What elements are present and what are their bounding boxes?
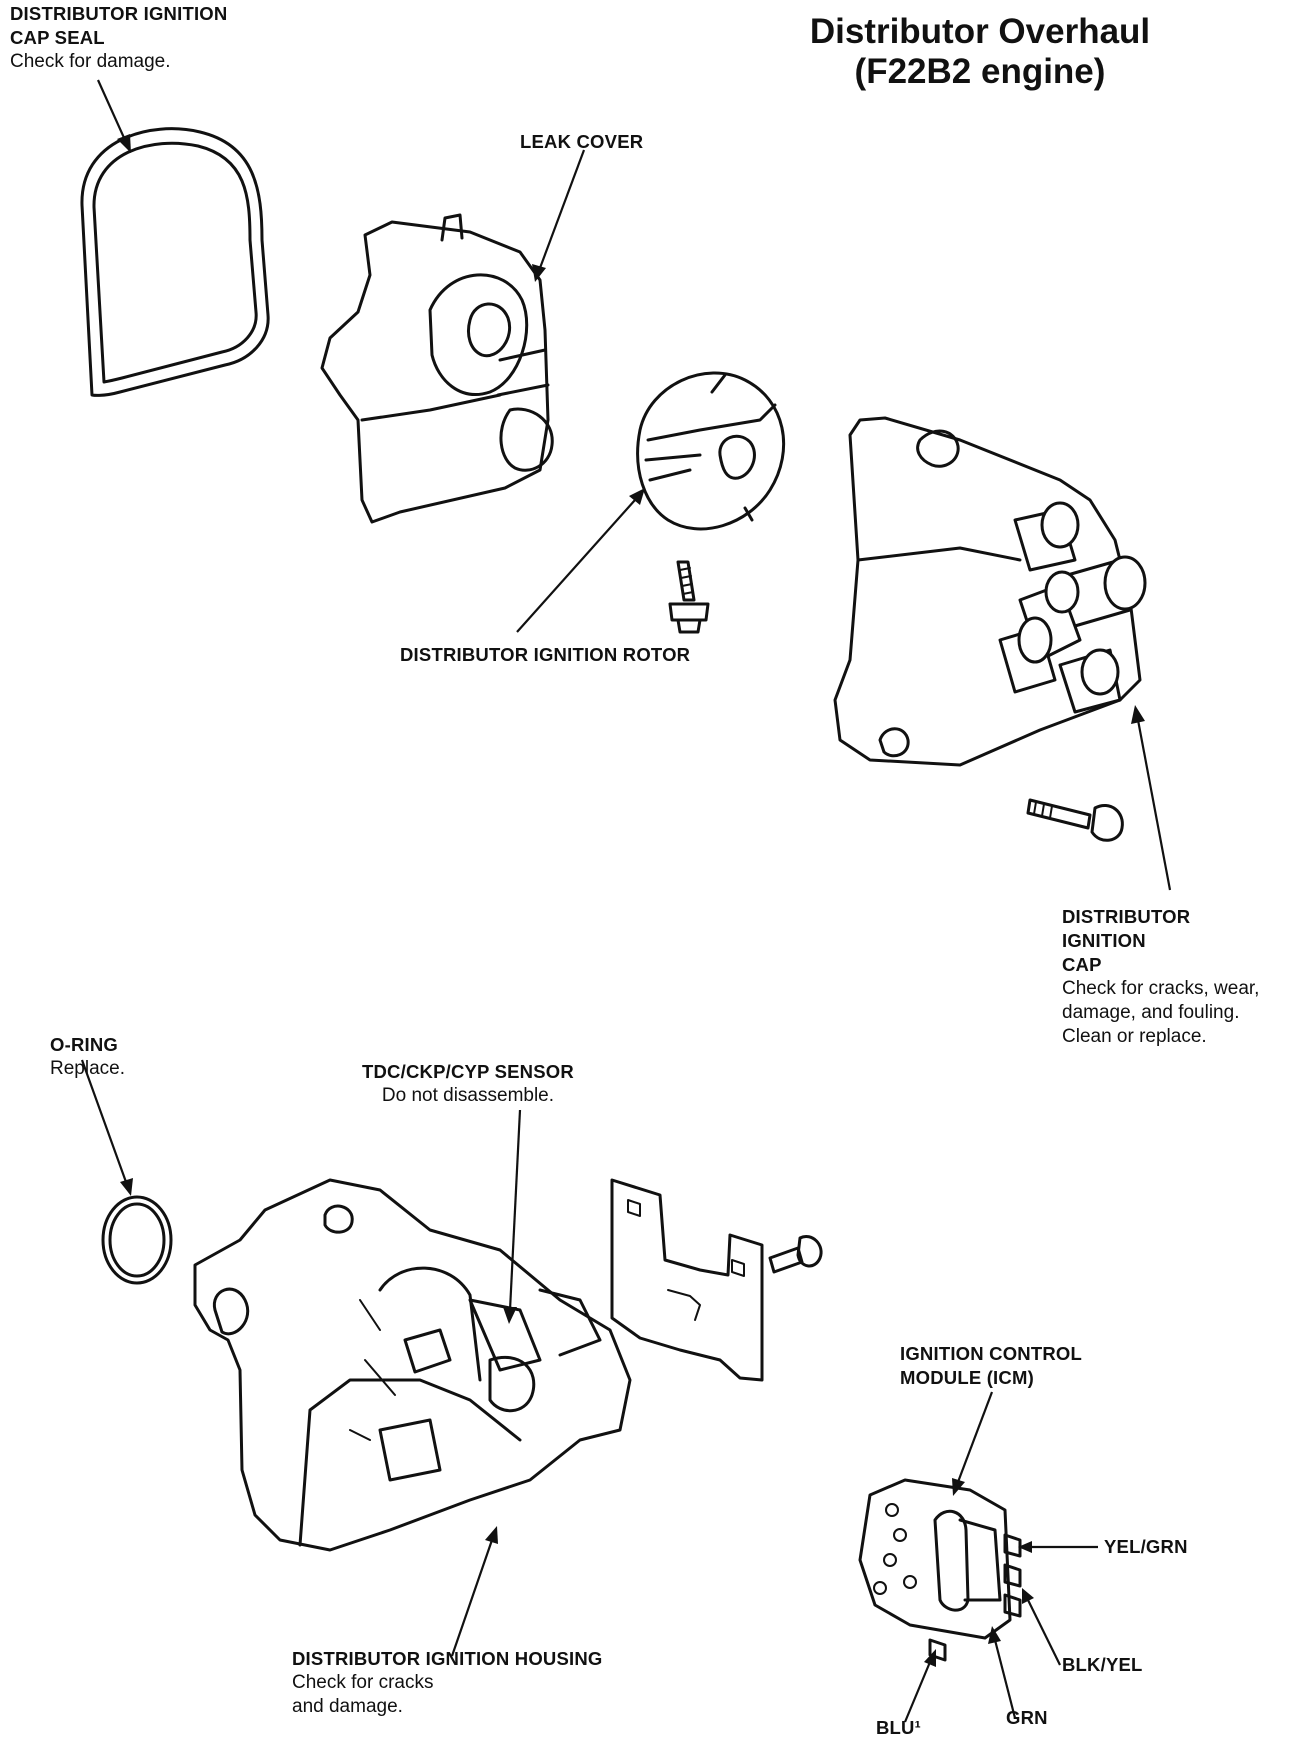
label-leak-cover-name: LEAK COVER — [520, 131, 644, 152]
screw-icon — [768, 1235, 823, 1274]
bolt-icon — [1026, 798, 1124, 842]
label-sensor-name: TDC/CKP/CYP SENSOR — [362, 1061, 574, 1082]
label-icm-name-1: IGNITION CONTROL — [900, 1343, 1083, 1364]
label-cap-name-2: IGNITION — [1062, 930, 1146, 951]
label-cap-note-3: Clean or replace. — [1062, 1026, 1207, 1047]
bracket-icon — [610, 1178, 764, 1382]
label-cap-name-1: DISTRIBUTOR — [1062, 906, 1191, 927]
label-o-ring: O-RING Replace. — [50, 1033, 125, 1081]
label-housing-note-2: and damage. — [292, 1696, 403, 1717]
cap-seal-gasket-icon — [80, 127, 270, 397]
label-wire-blu: BLU¹ — [876, 1717, 921, 1738]
label-rotor-name: DISTRIBUTOR IGNITION ROTOR — [400, 644, 691, 665]
screw-icon — [668, 560, 710, 634]
label-icm-name-2: MODULE (ICM) — [900, 1367, 1034, 1388]
label-cap-seal-name-1: DISTRIBUTOR IGNITION — [10, 3, 228, 24]
label-icm: IGNITION CONTROL MODULE (ICM) — [900, 1342, 1082, 1390]
label-o-ring-note: Replace. — [50, 1058, 125, 1079]
label-cap: DISTRIBUTOR IGNITION CAP Check for crack… — [1062, 905, 1259, 1049]
label-housing-note-1: Check for cracks — [292, 1672, 434, 1693]
title-line-1: Distributor Overhaul — [809, 12, 1151, 51]
label-o-ring-name: O-RING — [50, 1034, 119, 1055]
label-cap-note-1: Check for cracks, wear, — [1062, 978, 1260, 999]
label-rotor: DISTRIBUTOR IGNITION ROTOR — [400, 643, 690, 667]
leader-lines — [80, 79, 1172, 1723]
label-cap-seal-name-2: CAP SEAL — [10, 27, 105, 48]
leak-cover-icon — [320, 213, 554, 524]
rotor-icon — [636, 371, 786, 531]
label-housing: DISTRIBUTOR IGNITION HOUSING Check for c… — [292, 1647, 603, 1719]
label-wire-grn: GRN — [1006, 1707, 1048, 1728]
label-cap-seal-note: Check for damage. — [10, 51, 171, 72]
label-cap-note-2: damage, and fouling. — [1062, 1002, 1240, 1023]
label-leak-cover: LEAK COVER — [520, 130, 643, 154]
label-sensor: TDC/CKP/CYP SENSOR Do not disassemble. — [362, 1060, 574, 1108]
cap-icon — [833, 416, 1147, 767]
o-ring-icon — [101, 1195, 173, 1285]
housing-icon — [193, 1178, 632, 1552]
label-cap-name-3: CAP — [1062, 954, 1102, 975]
label-wire-yel-grn: YEL/GRN — [1104, 1536, 1188, 1557]
label-sensor-note: Do not disassemble. — [381, 1085, 555, 1106]
icm-icon — [858, 1478, 1022, 1662]
label-housing-name: DISTRIBUTOR IGNITION HOUSING — [292, 1648, 603, 1669]
label-wire-blk-yel: BLK/YEL — [1062, 1654, 1143, 1675]
title-line-2: (F22B2 engine) — [854, 52, 1106, 91]
label-cap-seal: DISTRIBUTOR IGNITION CAP SEAL Check for … — [10, 2, 227, 74]
page-title: Distributor Overhaul (F22B2 engine) — [760, 12, 1200, 92]
